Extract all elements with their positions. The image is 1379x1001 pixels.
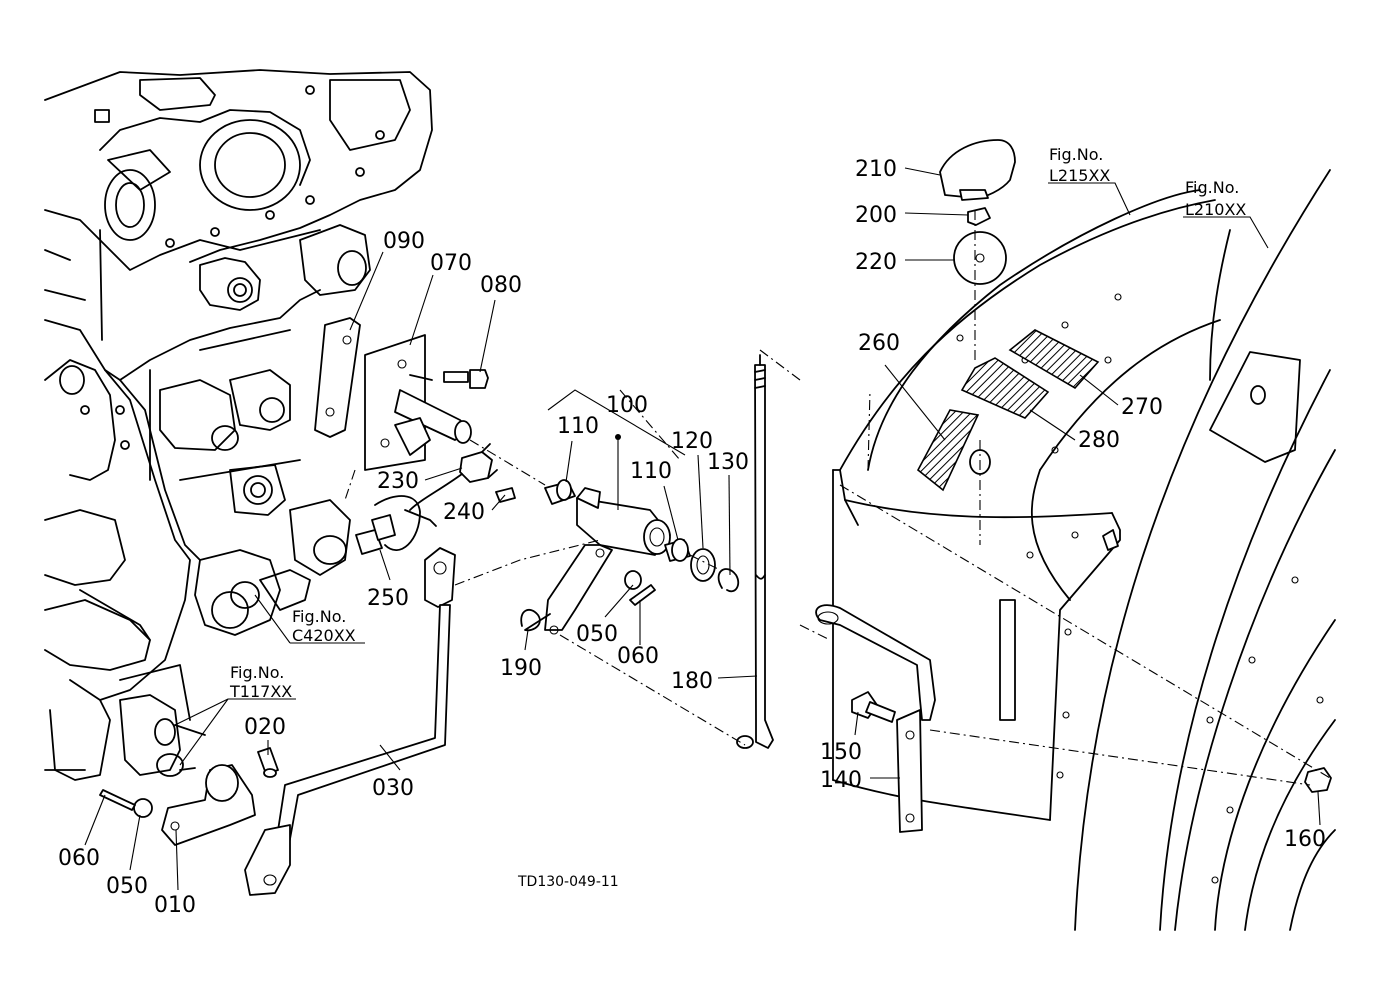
part-label-090: 090 <box>383 229 425 254</box>
part-label-190: 190 <box>500 656 542 681</box>
control-shaft-assembly <box>99 317 774 896</box>
fig-ref-l210[interactable]: Fig.No. L210XX <box>1185 178 1246 219</box>
part-label-180: 180 <box>671 669 713 694</box>
part-label-030: 030 <box>372 776 414 801</box>
part-label-130: 130 <box>707 450 749 475</box>
fig-ref-number: C420XX <box>292 626 356 645</box>
drawing-code: TD130-049-11 <box>517 874 619 890</box>
fig-ref-label: Fig.No. <box>1049 145 1103 164</box>
fig-ref-c420[interactable]: Fig.No. C420XX <box>292 607 356 645</box>
part-label-070: 070 <box>430 251 472 276</box>
part-label-050: 050 <box>106 874 148 899</box>
part-label-200: 200 <box>855 203 897 228</box>
part-label-150: 150 <box>820 740 862 765</box>
fig-ref-t117[interactable]: Fig.No. T117XX <box>229 663 292 701</box>
fig-ref-label: Fig.No. <box>292 607 346 626</box>
transmission-housing <box>44 69 433 781</box>
fig-ref-number: L210XX <box>1185 200 1246 219</box>
fig-ref-label: Fig.No. <box>1185 178 1239 197</box>
part-label-060: 060 <box>617 644 659 669</box>
leader-lines <box>84 167 1331 891</box>
part-label-270: 270 <box>1121 395 1163 420</box>
part-label-110: 110 <box>630 459 672 484</box>
part-label-210: 210 <box>855 157 897 182</box>
fig-ref-number: T117XX <box>229 682 292 701</box>
fender-panel <box>815 139 1336 931</box>
part-label-100: 100 <box>606 393 648 418</box>
part-label-280: 280 <box>1078 428 1120 453</box>
part-label-140: 140 <box>820 768 862 793</box>
part-label-220: 220 <box>855 250 897 275</box>
part-label-080: 080 <box>480 273 522 298</box>
part-label-050: 050 <box>576 622 618 647</box>
part-label-010: 010 <box>154 893 196 918</box>
part-label-110: 110 <box>557 414 599 439</box>
fig-ref-label: Fig.No. <box>230 663 284 682</box>
part-label-230: 230 <box>377 469 419 494</box>
fig-ref-l215[interactable]: Fig.No. L215XX <box>1049 145 1110 185</box>
part-label-250: 250 <box>367 586 409 611</box>
fig-ref-number: L215XX <box>1049 166 1110 185</box>
part-label-160: 160 <box>1284 827 1326 852</box>
part-label-020: 020 <box>244 715 286 740</box>
part-labels: 090 070 080 100 110 110 120 130 230 240 … <box>58 157 1326 918</box>
part-label-060: 060 <box>58 846 100 871</box>
part-label-240: 240 <box>443 500 485 525</box>
figure-references: Fig.No. C420XX Fig.No. T117XX Fig.No. L2… <box>229 145 1246 701</box>
part-label-260: 260 <box>858 331 900 356</box>
part-label-120: 120 <box>671 429 713 454</box>
